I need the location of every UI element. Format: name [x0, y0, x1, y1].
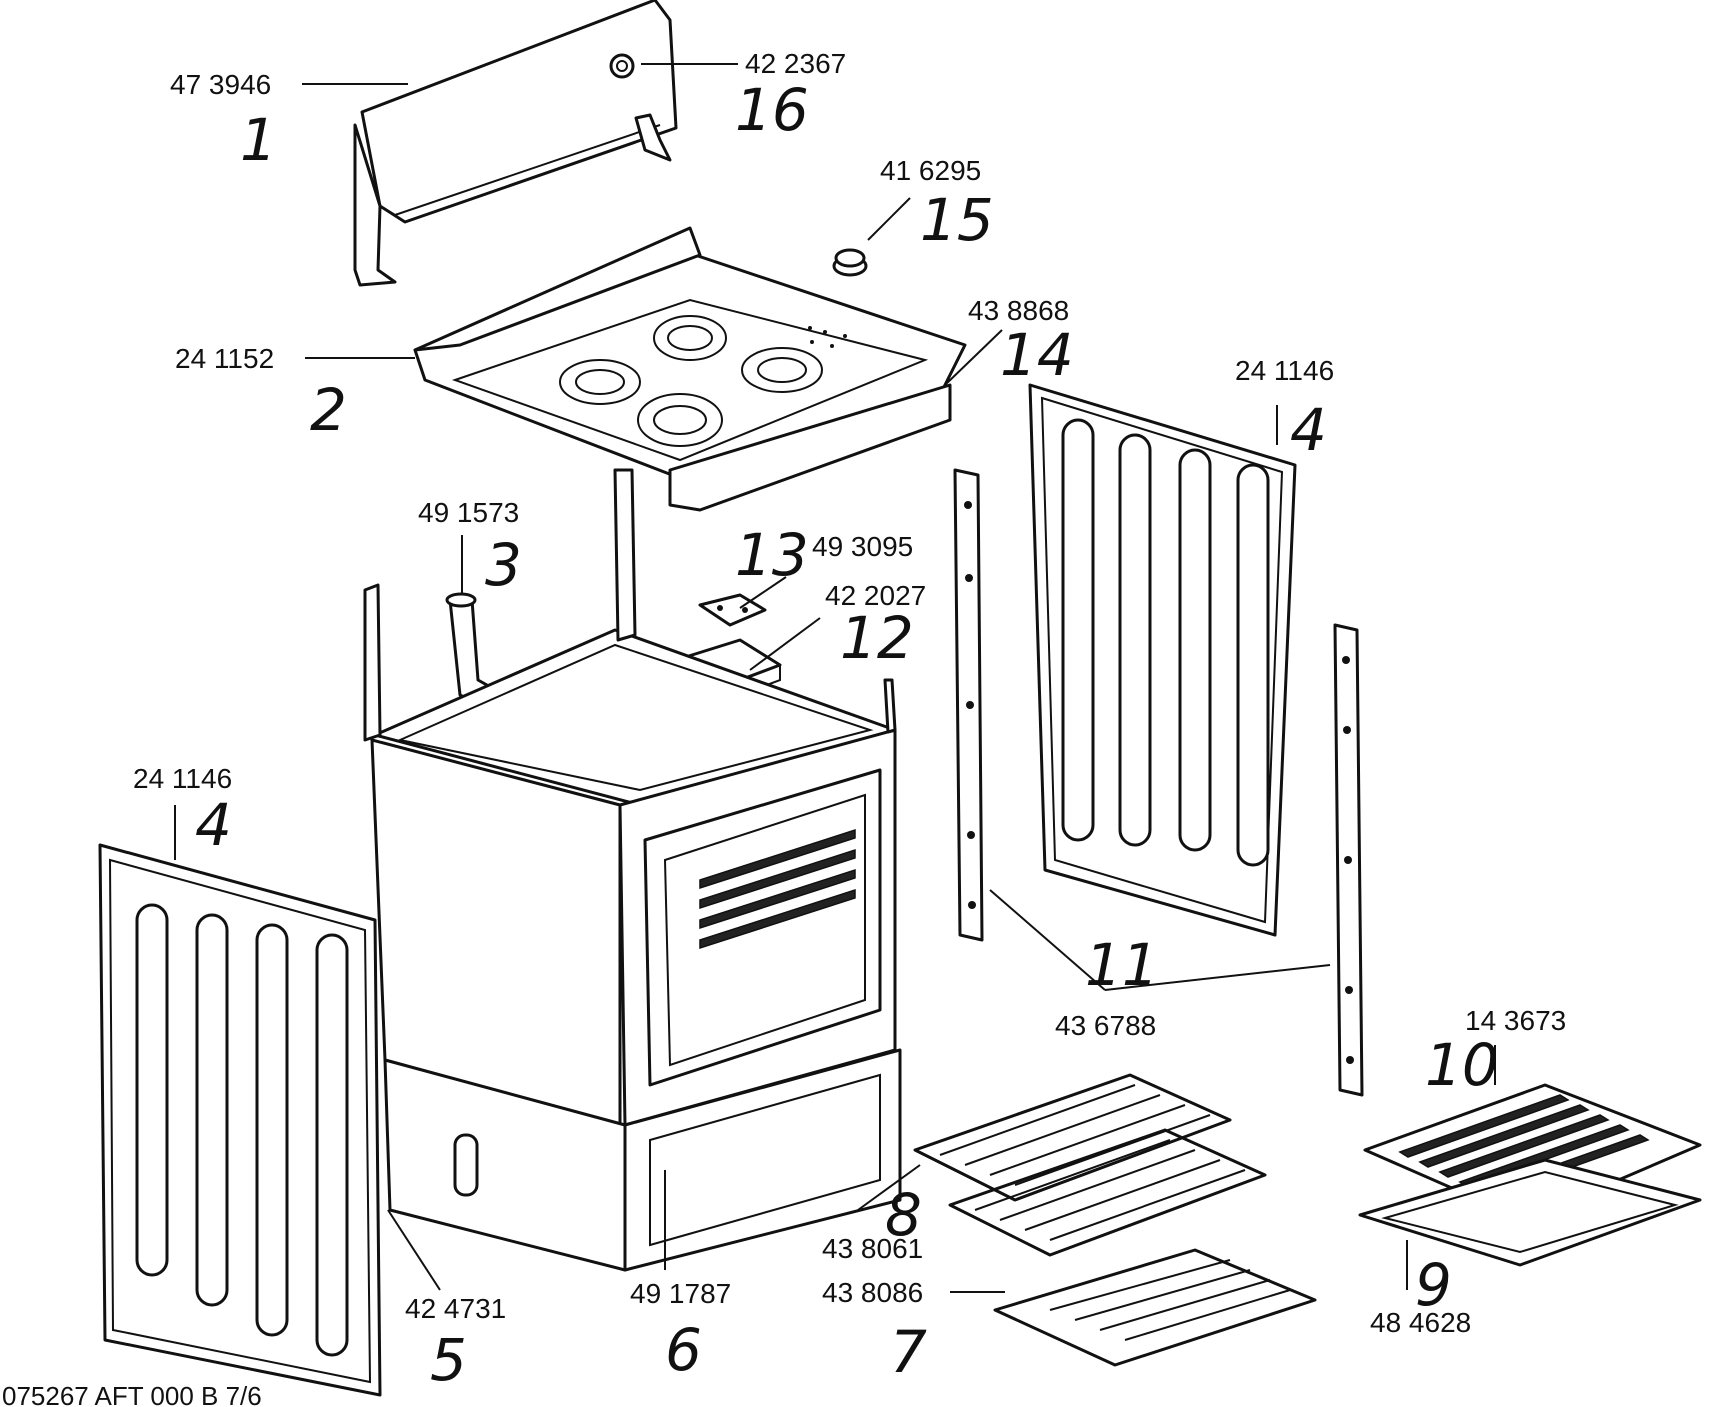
oven-body	[363, 468, 902, 1272]
side-panel-right	[1028, 383, 1297, 937]
oven-rack-7	[993, 1248, 1317, 1367]
part-index-label: 12	[840, 604, 914, 672]
part-number-label: 49 1787	[630, 1278, 731, 1309]
part-index-label: 11	[1085, 931, 1159, 999]
part-number-label: 43 8061	[822, 1233, 923, 1264]
trim-strip-left	[953, 468, 984, 942]
leader-lines	[174, 63, 1496, 1293]
part-number-label: 41 6295	[880, 155, 981, 186]
part-number-label: 48 4628	[1370, 1307, 1471, 1338]
part-index-label: 15	[920, 186, 994, 254]
part-number-label: 42 2367	[745, 48, 846, 79]
side-panel-left	[98, 843, 382, 1397]
part-index-label: 3	[485, 531, 522, 599]
part-index-label: 14	[1000, 321, 1074, 389]
part-number-label: 14 3673	[1465, 1005, 1566, 1036]
part-index-label: 5	[430, 1326, 467, 1394]
part-index-label: 8	[885, 1181, 922, 1249]
part-index-label: 1	[240, 106, 277, 174]
cooktop	[413, 226, 967, 512]
part-number-label: 42 4731	[405, 1293, 506, 1324]
part-number-label: 42 2027	[825, 580, 926, 611]
part-number-label: 49 3095	[812, 531, 913, 562]
part-number-label: 24 1146	[1235, 355, 1334, 386]
part-index-label: 7	[890, 1318, 927, 1386]
bracket	[698, 593, 767, 627]
part-index-label: 16	[735, 76, 809, 144]
part-number-label: 49 1573	[418, 497, 519, 528]
part-number-label: 47 3946	[170, 69, 271, 100]
backguard-panel	[353, 0, 678, 287]
part-index-label: 2	[310, 376, 347, 444]
part-index-label: 4	[1290, 396, 1327, 464]
part-index-label: 13	[735, 521, 809, 589]
part-index-label: 9	[1415, 1251, 1452, 1319]
part-index-label: 4	[195, 791, 232, 859]
trim-strip-right	[1333, 623, 1364, 1097]
part-number-label: 43 8868	[968, 295, 1069, 326]
part-index-label: 10	[1425, 1031, 1499, 1099]
part-index-label: 6	[665, 1316, 702, 1384]
part-number-label: 43 6788	[1055, 1010, 1156, 1041]
part-labels: 47 3946 1 42 2367 16 41 6295 15 24 1152 …	[2, 48, 1566, 1407]
part-number-label: 24 1152	[175, 343, 274, 374]
knob	[832, 248, 868, 277]
part-number-label: 24 1146	[133, 763, 232, 794]
footer-code: 075267 AFT 000 B 7/6	[2, 1381, 262, 1407]
oven-rack-8	[913, 1073, 1267, 1257]
part-number-label: 43 8086	[822, 1277, 923, 1308]
broil-pan	[1358, 1158, 1702, 1267]
